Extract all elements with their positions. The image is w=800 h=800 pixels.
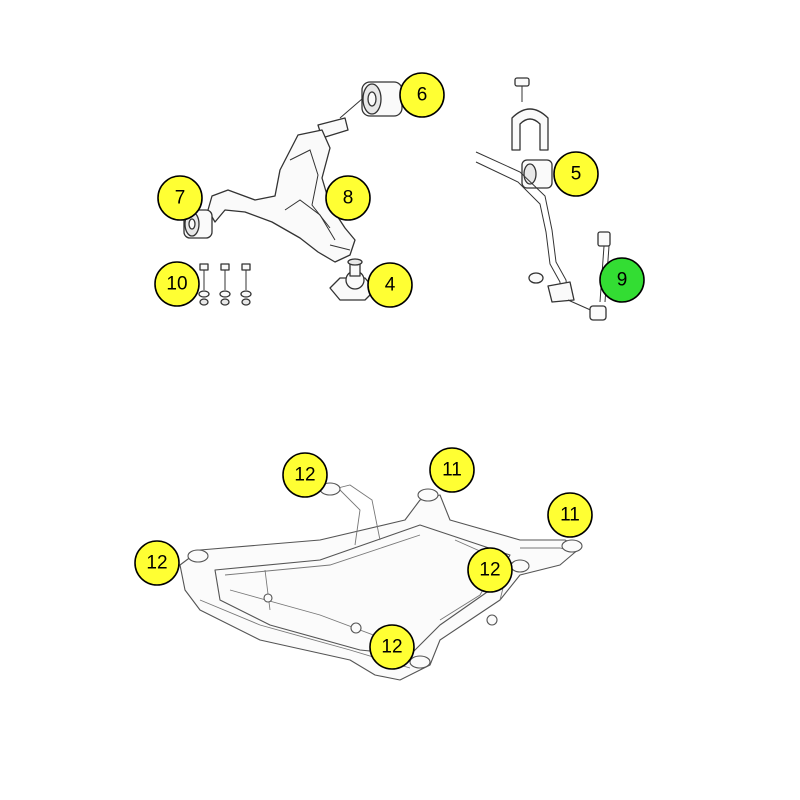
- ball-joint[interactable]: [329, 258, 376, 301]
- callout-6[interactable]: 6: [399, 72, 445, 118]
- lower-control-arm[interactable]: [207, 129, 356, 263]
- callout-10-circle: [154, 261, 200, 307]
- callout-12-bottom-circle: [369, 624, 415, 670]
- callout-6-label: 6: [417, 85, 428, 106]
- stabilizer-assembly: [475, 77, 611, 321]
- callout-5[interactable]: 5: [553, 151, 599, 197]
- stabilizer-bracket[interactable]: [511, 108, 549, 151]
- callout-11-top[interactable]: 11: [429, 447, 475, 493]
- callout-9-label: 9: [617, 270, 628, 291]
- bolt-set[interactable]: [198, 263, 252, 306]
- callout-7-circle: [157, 175, 203, 221]
- callout-5-label: 5: [571, 164, 582, 185]
- callout-7-label: 7: [175, 188, 186, 209]
- callout-12-bottom[interactable]: 12: [369, 624, 415, 670]
- callout-11-right[interactable]: 11: [547, 492, 593, 538]
- callout-12-left[interactable]: 12: [134, 540, 180, 586]
- callout-12-right-circle: [467, 547, 513, 593]
- callout-12-top-label: 12: [294, 465, 315, 486]
- callout-4-label: 4: [385, 275, 396, 296]
- callout-12-right[interactable]: 12: [467, 547, 513, 593]
- callout-11-top-circle: [429, 447, 475, 493]
- callout-7[interactable]: 7: [157, 175, 203, 221]
- callout-8-label: 8: [343, 188, 354, 209]
- callout-11-right-label: 11: [560, 505, 580, 526]
- callout-6-circle: [399, 72, 445, 118]
- callout-12-bottom-label: 12: [381, 637, 402, 658]
- callout-9[interactable]: 9: [599, 257, 645, 303]
- callout-8[interactable]: 8: [325, 175, 371, 221]
- callout-12-right-label: 12: [479, 560, 500, 581]
- callout-10[interactable]: 10: [154, 261, 200, 307]
- rear-bushing[interactable]: [339, 81, 403, 119]
- callout-10-label: 10: [166, 274, 187, 295]
- callout-11-top-label: 11: [442, 460, 462, 481]
- callout-12-top[interactable]: 12: [282, 452, 328, 498]
- callout-4-circle: [367, 262, 413, 308]
- callout-5-circle: [553, 151, 599, 197]
- callout-12-left-label: 12: [146, 553, 167, 574]
- subframe[interactable]: [179, 482, 583, 681]
- stabilizer-bushing[interactable]: [521, 159, 553, 189]
- callout-9-circle: [599, 257, 645, 303]
- callout-11-right-circle: [547, 492, 593, 538]
- callout-8-circle: [325, 175, 371, 221]
- callout-12-top-circle: [282, 452, 328, 498]
- callout-12-left-circle: [134, 540, 180, 586]
- callout-4[interactable]: 4: [367, 262, 413, 308]
